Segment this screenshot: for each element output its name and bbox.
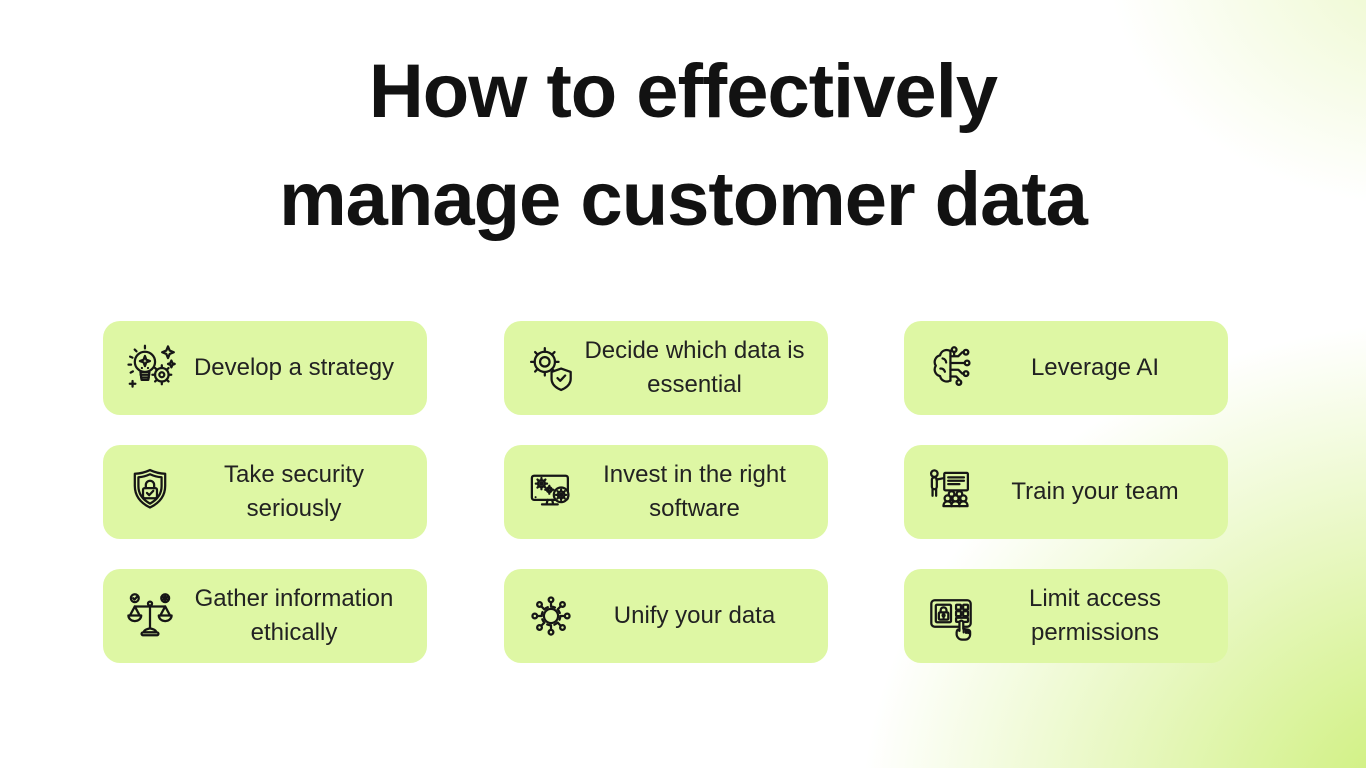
data-hub-network-icon	[524, 589, 578, 643]
card-unify-your-data: Unify your data	[503, 569, 828, 663]
title-line-1: How to effectively	[368, 49, 998, 134]
idea-lightbulb-gear-icon	[123, 341, 177, 395]
page-title: How to effectively manage customer data	[0, 38, 1366, 254]
tips-grid: Develop a strategy Decide which data is …	[103, 321, 1228, 663]
card-train-your-team: Train your team	[904, 445, 1228, 539]
card-label: Limit access permissions	[1028, 585, 1162, 646]
card-take-security-seriously: Take security seriously	[103, 445, 427, 539]
card-label: Take security seriously	[223, 461, 365, 522]
card-label: Invest in the right software	[603, 461, 786, 522]
card-label: Develop a strategy	[193, 354, 395, 381]
ai-brain-circuit-icon	[924, 341, 978, 395]
card-develop-strategy: Develop a strategy	[103, 321, 427, 415]
gear-shield-check-icon	[524, 341, 578, 395]
title-line-2: manage customer data	[279, 157, 1088, 242]
card-leverage-ai: Leverage AI	[904, 321, 1228, 415]
card-decide-essential-data: Decide which data is essential	[503, 321, 828, 415]
card-invest-right-software: Invest in the right software	[503, 445, 828, 539]
card-label: Decide which data is essential	[584, 337, 805, 398]
card-label: Gather information ethically	[194, 585, 394, 646]
monitor-gears-icon	[524, 465, 578, 519]
shield-lock-icon	[123, 465, 177, 519]
card-label: Leverage AI	[1030, 354, 1160, 381]
card-label: Train your team	[1011, 478, 1179, 505]
ethics-scales-icon	[123, 589, 177, 643]
card-gather-information-ethically: Gather information ethically	[103, 569, 427, 663]
card-label: Unify your data	[613, 602, 776, 629]
card-limit-access-permissions: Limit access permissions	[904, 569, 1228, 663]
keypad-lock-hand-icon	[924, 589, 978, 643]
trainer-presentation-icon	[924, 465, 978, 519]
